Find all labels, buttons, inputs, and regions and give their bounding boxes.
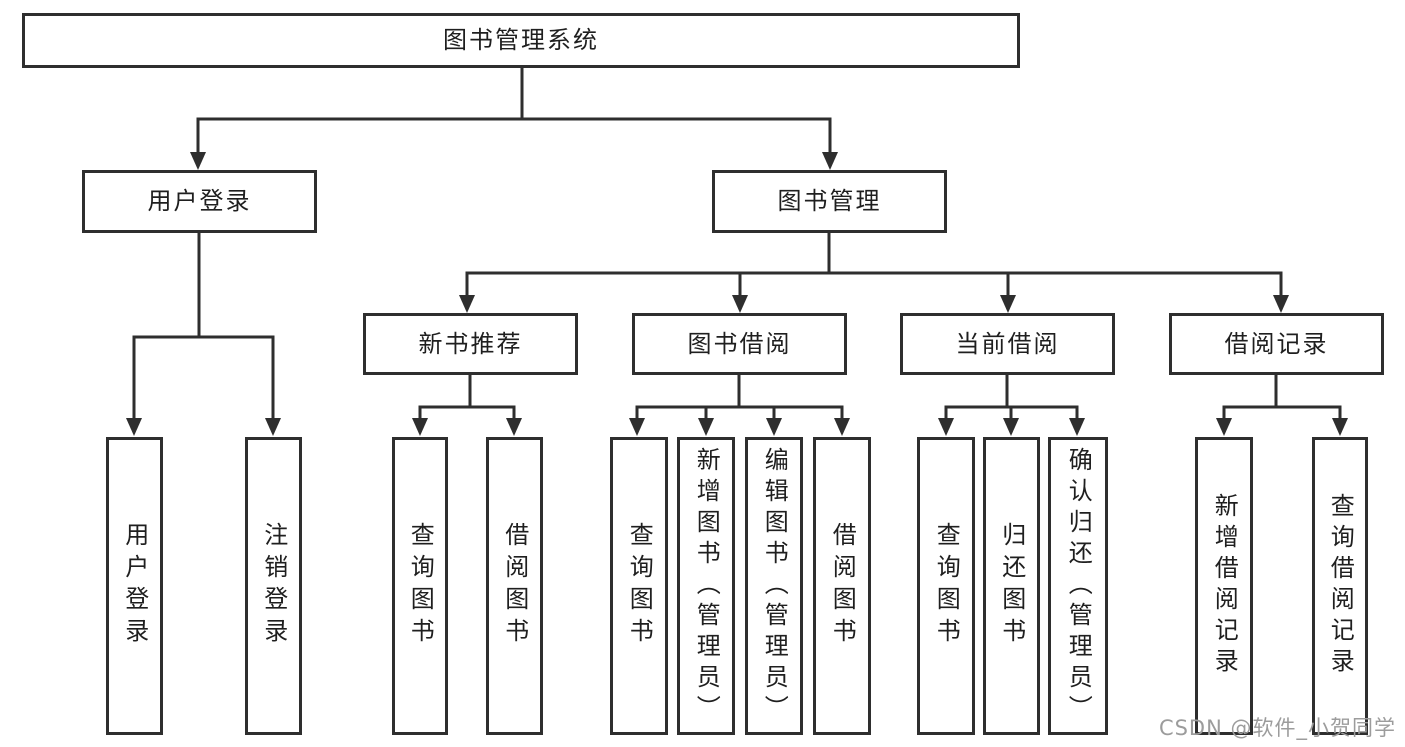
arrowhead-down (1069, 418, 1085, 436)
leaf-borrow-borrow-books: 借阅图书 (813, 437, 871, 735)
csdn-watermark: CSDN @软件_小贺同学 (1158, 716, 1396, 740)
connector-line (1222, 405, 1342, 419)
arrowhead-down (766, 418, 782, 436)
arrowhead-down (126, 418, 142, 436)
node-book-borrow: 图书借阅 (632, 313, 847, 375)
arrowhead-down (1000, 295, 1016, 313)
node-label: 当前借阅 (955, 329, 1060, 358)
node-label: 编辑图书（管理员） (760, 446, 789, 726)
leaf-recommend-borrow-books: 借阅图书 (486, 437, 543, 735)
leaf-current-confirm-return-admin: 确认归还（管理员） (1048, 437, 1108, 735)
node-label: 借阅图书 (500, 522, 529, 650)
arrowhead-down (732, 295, 748, 313)
node-label: 用户登录 (147, 187, 252, 216)
node-label: 图书借阅 (687, 329, 792, 358)
node-current-borrow: 当前借阅 (900, 313, 1115, 375)
leaf-user-login: 用户登录 (106, 437, 163, 735)
arrowhead-down (459, 295, 475, 313)
node-label: 用户登录 (120, 522, 149, 650)
node-user-login: 用户登录 (82, 170, 317, 233)
leaf-borrow-edit-books-admin: 编辑图书（管理员） (745, 437, 803, 735)
node-label: 查询图书 (406, 522, 435, 650)
leaf-borrow-add-books-admin: 新增图书（管理员） (677, 437, 735, 735)
leaf-records-query-record: 查询借阅记录 (1312, 437, 1368, 735)
node-label: 新增借阅记录 (1210, 493, 1239, 679)
node-label: 借阅记录 (1224, 329, 1329, 358)
node-label: 新书推荐 (418, 329, 523, 358)
connector-line (132, 335, 275, 419)
node-label: 确认归还（管理员） (1064, 446, 1093, 726)
arrowhead-down (938, 418, 954, 436)
arrowhead-down (412, 418, 428, 436)
node-book-management: 图书管理 (712, 170, 947, 233)
connector-line (635, 405, 844, 419)
leaf-logout: 注销登录 (245, 437, 302, 735)
arrowhead-down (834, 418, 850, 436)
arrowhead-down (822, 152, 838, 170)
node-borrow-records: 借阅记录 (1169, 313, 1384, 375)
node-new-book-recommend: 新书推荐 (363, 313, 578, 375)
arrowhead-down (190, 152, 206, 170)
arrowhead-down (1273, 295, 1289, 313)
leaf-borrow-query-books: 查询图书 (610, 437, 668, 735)
arrowhead-down (265, 418, 281, 436)
arrowhead-down (1003, 418, 1019, 436)
arrowhead-down (698, 418, 714, 436)
node-label: 注销登录 (259, 522, 288, 650)
connector-line (418, 405, 516, 419)
leaf-current-return-books: 归还图书 (983, 437, 1040, 735)
node-root-system: 图书管理系统 (22, 13, 1020, 68)
leaf-current-query-books: 查询图书 (917, 437, 975, 735)
arrowhead-down (506, 418, 522, 436)
arrowhead-down (629, 418, 645, 436)
node-label: 查询借阅记录 (1326, 493, 1355, 679)
node-label: 查询图书 (625, 522, 654, 650)
connector-line (465, 271, 1283, 296)
node-label: 归还图书 (997, 522, 1026, 650)
leaf-recommend-query-books: 查询图书 (392, 437, 448, 735)
arrowhead-down (1332, 418, 1348, 436)
node-label: 图书管理系统 (443, 26, 599, 55)
node-label: 查询图书 (932, 522, 961, 650)
leaf-records-add-record: 新增借阅记录 (1195, 437, 1253, 735)
arrowhead-down (1216, 418, 1232, 436)
connector-line (196, 117, 832, 153)
node-label: 借阅图书 (828, 522, 857, 650)
node-label: 图书管理 (777, 187, 882, 216)
node-label: 新增图书（管理员） (692, 446, 721, 726)
